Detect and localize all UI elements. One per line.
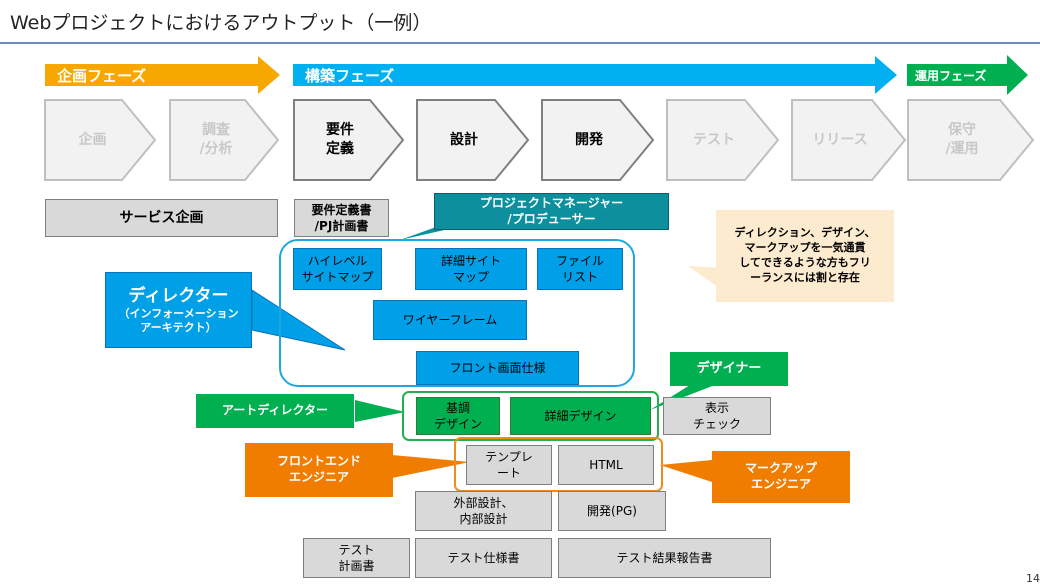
operation-phase-label: 運用フェーズ	[915, 68, 987, 83]
page-number: 14	[1026, 572, 1040, 585]
pm-role: プロジェクトマネージャー/プロデューサー	[434, 193, 669, 230]
test-plan-box: テスト計画書	[303, 538, 410, 578]
base-design-box: 基調デザイン	[416, 397, 500, 435]
step-chevron-icon	[293, 99, 405, 181]
planning-phase-arrow-icon	[45, 56, 280, 94]
step-planning: 企画	[78, 131, 107, 148]
step-development: 開発	[575, 131, 603, 148]
step-requirements: 要件定義	[326, 122, 354, 157]
process-steps	[44, 99, 1035, 181]
display-check-box: 表示チェック	[663, 397, 771, 435]
test-report-box: テスト結果報告書	[558, 538, 771, 578]
file-list-box: ファイルリスト	[537, 248, 623, 290]
step-chevron-icon	[541, 99, 655, 181]
detail-sitemap-box: 詳細サイトマップ	[415, 248, 527, 290]
test-spec-box: テスト仕様書	[415, 538, 552, 578]
step-maintenance: 保守/運用	[945, 122, 979, 157]
front-engineer-role: フロントエンドエンジニア	[245, 443, 393, 497]
director-group-outline	[279, 239, 635, 387]
phase-arrows	[45, 55, 1028, 95]
markup-engineer-role: マークアップエンジニア	[712, 451, 850, 503]
hl-sitemap-box: ハイレベルサイトマップ	[293, 248, 382, 290]
requirements-doc-box: 要件定義書/PJ計画書	[294, 199, 389, 237]
dev-pg-box: 開発(PG)	[558, 491, 666, 531]
detail-design-box: 詳細デザイン	[510, 397, 651, 435]
step-test: テスト	[693, 131, 735, 148]
step-chevron-icon	[416, 99, 530, 181]
design-group-outline	[402, 391, 659, 441]
step-chevron-icon	[666, 99, 780, 181]
step-design: 設計	[450, 131, 478, 148]
director-role: ディレクター（インフォーメーションアーキテクト）	[105, 272, 252, 348]
ext-design-box: 外部設計、内部設計	[415, 491, 552, 531]
front-spec-box: フロント画面仕様	[416, 351, 579, 385]
designer-role: デザイナー	[670, 352, 788, 386]
step-chevron-icon	[44, 99, 157, 181]
step-chevron-icon	[169, 99, 280, 181]
title-divider	[0, 42, 1040, 44]
html-box: HTML	[558, 445, 654, 485]
build-phase-arrow-icon	[293, 56, 897, 94]
step-release: リリース	[812, 131, 868, 148]
service-plan-box: サービス企画	[45, 199, 278, 237]
step-chevron-icon	[791, 99, 907, 181]
art-director-role: アートディレクター	[196, 394, 354, 428]
step-chevron-icon	[907, 99, 1035, 181]
template-box: テンプレート	[466, 445, 552, 485]
operation-phase-arrow-icon	[907, 55, 1028, 95]
freelance-note: ディレクション、デザイン、マークアップを一気通貫してできるような方もフリーランス…	[716, 210, 894, 302]
wireframe-box: ワイヤーフレーム	[373, 300, 527, 340]
step-research: 調査/分析	[199, 122, 233, 157]
build-phase-label: 構築フェーズ	[305, 66, 395, 85]
page-title: Webプロジェクトにおけるアウトプット（一例）	[10, 12, 432, 34]
planning-phase-label: 企画フェーズ	[57, 66, 147, 85]
